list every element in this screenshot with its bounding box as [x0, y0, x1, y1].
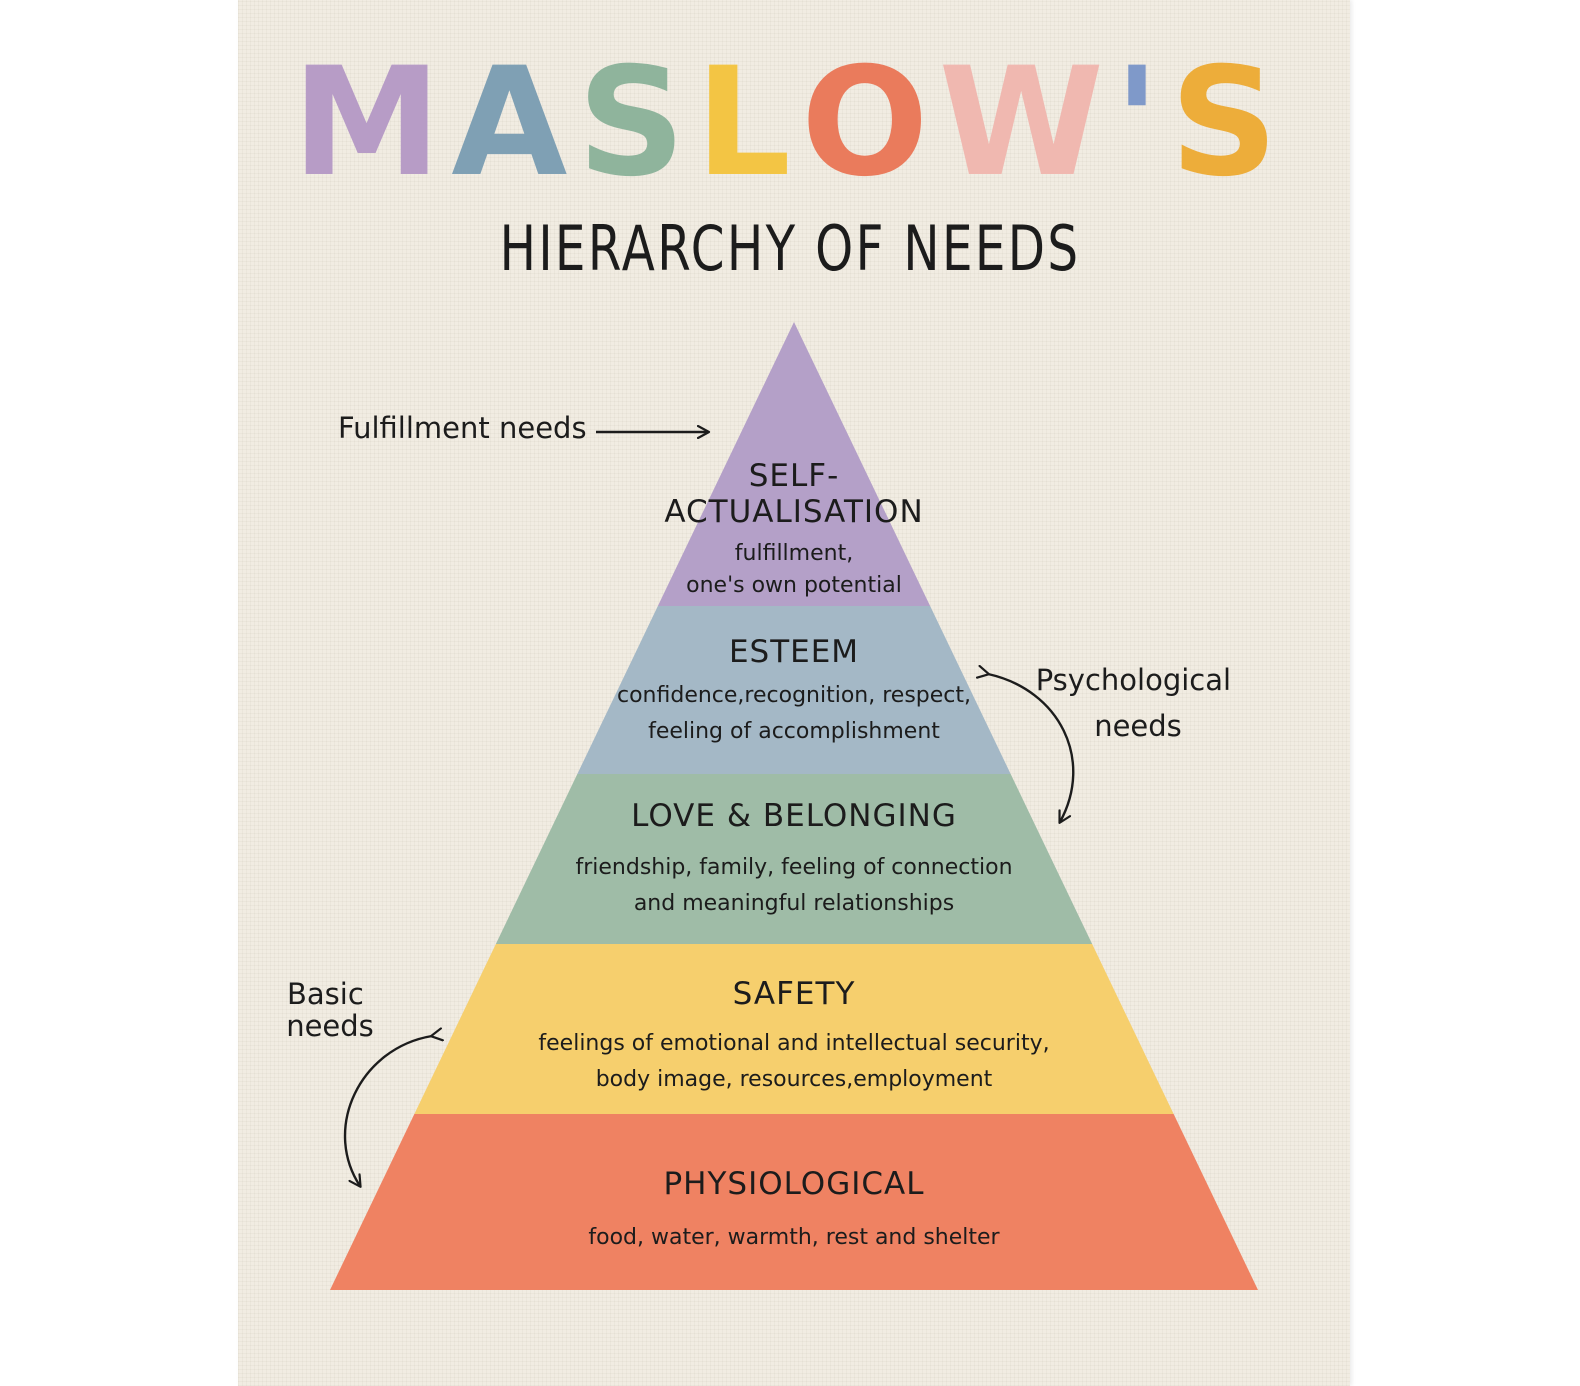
pyramid-tier	[577, 606, 1011, 774]
tier-description: feelings of emotional and intellectual s…	[538, 1031, 1049, 1056]
title-letter: O	[801, 36, 939, 210]
tier-heading: ESTEEM	[729, 634, 859, 670]
tier-description: feeling of accomplishment	[648, 719, 940, 744]
tier-description: one's own potential	[686, 573, 902, 598]
tier-description: confidence,recognition, respect,	[617, 683, 971, 708]
psychological-needs-label: Psychological needs	[1036, 663, 1241, 743]
title-letter: W	[938, 36, 1114, 210]
title-letter: A	[451, 36, 578, 210]
basic-arrow-icon	[343, 1036, 432, 1186]
tier-heading: PHYSIOLOGICAL	[663, 1166, 924, 1202]
subtitle: HIERARCHY OF NEEDS	[499, 212, 1081, 285]
tier-heading: SAFETY	[733, 976, 856, 1012]
title-letter: S	[1169, 36, 1288, 210]
fulfillment-needs-label: Fulfillment needs	[338, 411, 587, 445]
tier-heading: LOVE & BELONGING	[631, 798, 957, 834]
title-letter: M	[292, 36, 452, 210]
tier-description: friendship, family, feeling of connectio…	[575, 855, 1012, 880]
title-letter: L	[695, 36, 802, 210]
title-maslows: MASLOW'S	[0, 48, 1580, 198]
tier-description: fulfillment,	[735, 541, 853, 566]
tier-description: food, water, warmth, rest and shelter	[588, 1225, 1000, 1250]
tier-description: and meaningful relationships	[634, 891, 954, 916]
tier-heading: SELF-	[749, 458, 840, 494]
tier-description: body image, resources,employment	[596, 1067, 993, 1092]
pyramid-tier	[414, 944, 1174, 1114]
title-letter: '	[1114, 36, 1170, 210]
tier-heading: ACTUALISATION	[664, 494, 923, 530]
psychological-arrow-icon	[988, 674, 1075, 822]
pyramid-tier	[657, 322, 931, 606]
annotation-layer: Fulfillment needs Psychological needs Ba…	[286, 411, 1241, 1186]
pyramid-tier	[495, 774, 1093, 944]
basic-needs-label: Basic needs	[286, 977, 374, 1043]
title-letter: S	[577, 36, 696, 210]
pyramid-tier	[330, 1114, 1258, 1290]
